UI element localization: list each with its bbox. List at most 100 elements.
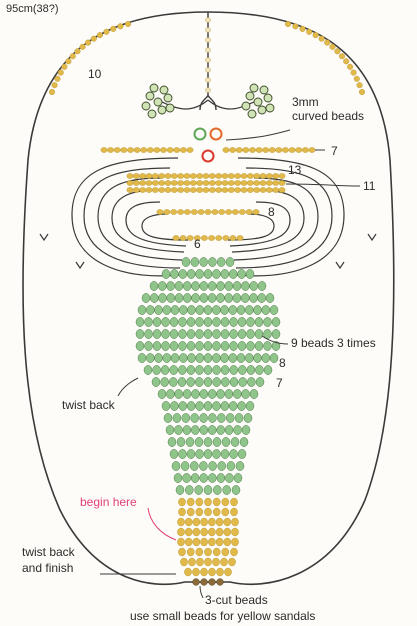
- outline-gold-bead-left: [125, 21, 131, 27]
- gold-row-13: [254, 173, 260, 178]
- green-bead: [250, 293, 258, 302]
- gold-base-bead: [222, 508, 229, 516]
- gold-base-bead: [192, 568, 199, 576]
- green-bead: [204, 365, 212, 374]
- gold-base-bead: [216, 538, 223, 546]
- green-bead: [258, 281, 266, 290]
- outline-gold-bead-left: [52, 82, 58, 88]
- green-bead: [171, 305, 179, 314]
- green-bead: [170, 449, 178, 458]
- gold-row-6: [237, 235, 243, 240]
- green-bead: [187, 317, 195, 326]
- gold-base-bead: [204, 508, 211, 516]
- gold-row-8: [219, 209, 225, 214]
- gold-row-11b: [254, 187, 260, 192]
- green-bead: [173, 413, 181, 422]
- gold-row-13: [165, 173, 171, 178]
- gold-row-6: [173, 235, 179, 240]
- outline-gold-bead-right: [357, 82, 363, 88]
- green-bead: [182, 413, 190, 422]
- green-bead: [167, 281, 175, 290]
- green-bead: [204, 269, 212, 278]
- gold-row-11b: [159, 187, 165, 192]
- green-bead: [196, 353, 204, 362]
- green-bead: [246, 269, 254, 278]
- green-bead: [187, 329, 195, 338]
- green-bead: [213, 377, 221, 386]
- pointer-lines: [100, 130, 360, 598]
- green-bead: [244, 413, 252, 422]
- count-top-outline: 10: [88, 68, 101, 80]
- green-bead: [230, 329, 238, 338]
- green-bead: [212, 401, 220, 410]
- gold-base-bead: [177, 518, 184, 526]
- green-bead: [221, 269, 229, 278]
- gold-row-11: [235, 180, 241, 185]
- outline-gold-bead-right: [300, 26, 306, 32]
- green-bead: [176, 485, 184, 494]
- gold-base-bead: [216, 518, 223, 526]
- green-bead: [179, 269, 187, 278]
- green-bead: [225, 281, 233, 290]
- stem-bead: [206, 18, 211, 23]
- gold-row-11b: [203, 187, 209, 192]
- leaf-cluster-left: [158, 106, 166, 114]
- leaf-cluster-right: [258, 106, 266, 114]
- gold-base-bead: [185, 528, 192, 536]
- green-bead: [264, 365, 272, 374]
- gold-row-13: [228, 173, 234, 178]
- gold-row-11: [165, 180, 171, 185]
- green-bead: [255, 341, 263, 350]
- green-bead: [196, 341, 204, 350]
- green-bead: [172, 461, 180, 470]
- green-bead: [204, 353, 212, 362]
- gold-row-8: [225, 209, 231, 214]
- gold-base-bead: [213, 548, 220, 556]
- gold-row-7-left: [180, 147, 186, 152]
- gold-row-7-right: [223, 147, 229, 152]
- leaf-cluster-right: [254, 98, 262, 106]
- green-bead: [161, 365, 169, 374]
- green-bead: [250, 389, 258, 398]
- green-bead: [213, 341, 221, 350]
- green-bead: [195, 485, 203, 494]
- green-bead: [229, 269, 237, 278]
- green-bead: [187, 269, 195, 278]
- green-bead: [221, 329, 229, 338]
- leaf-cluster-left: [154, 98, 162, 106]
- gold-row-11b: [209, 187, 215, 192]
- gold-row-11b: [165, 187, 171, 192]
- gold-row-11b: [235, 187, 241, 192]
- small-beads-label: use small beads for yellow sandals: [130, 609, 315, 623]
- stem-bead: [206, 48, 211, 53]
- outline-gold-bead-left: [80, 44, 86, 50]
- gold-base-bead: [224, 538, 231, 546]
- count-body-8: 8: [279, 357, 286, 369]
- outline-gold-bead-right: [306, 29, 312, 35]
- gold-row-8: [232, 209, 238, 214]
- gold-row-7-left: [107, 147, 113, 152]
- green-bead: [212, 269, 220, 278]
- green-bead: [144, 365, 152, 374]
- green-bead: [188, 305, 196, 314]
- three-cut-bead: [193, 579, 200, 586]
- outline-gold-bead-right: [324, 40, 330, 46]
- outline-gold-bead-left: [97, 32, 103, 38]
- leaf-cluster-left: [148, 110, 156, 118]
- green-bead: [213, 437, 221, 446]
- green-bead: [204, 401, 212, 410]
- gold-row-11: [159, 180, 165, 185]
- curved-beads-label: 3mm curved beads: [292, 95, 364, 123]
- gold-base-bead: [178, 508, 185, 516]
- green-bead: [136, 329, 144, 338]
- green-bead: [175, 293, 183, 302]
- gold-row-13: [140, 173, 146, 178]
- green-bead: [238, 269, 246, 278]
- green-bead: [221, 401, 229, 410]
- green-bead: [175, 389, 183, 398]
- outline-gold-bead-left: [104, 29, 110, 35]
- gold-row-7-right: [243, 147, 249, 152]
- begin-here-label: begin here: [80, 495, 137, 509]
- green-bead: [146, 305, 154, 314]
- gold-row-7-left: [127, 147, 133, 152]
